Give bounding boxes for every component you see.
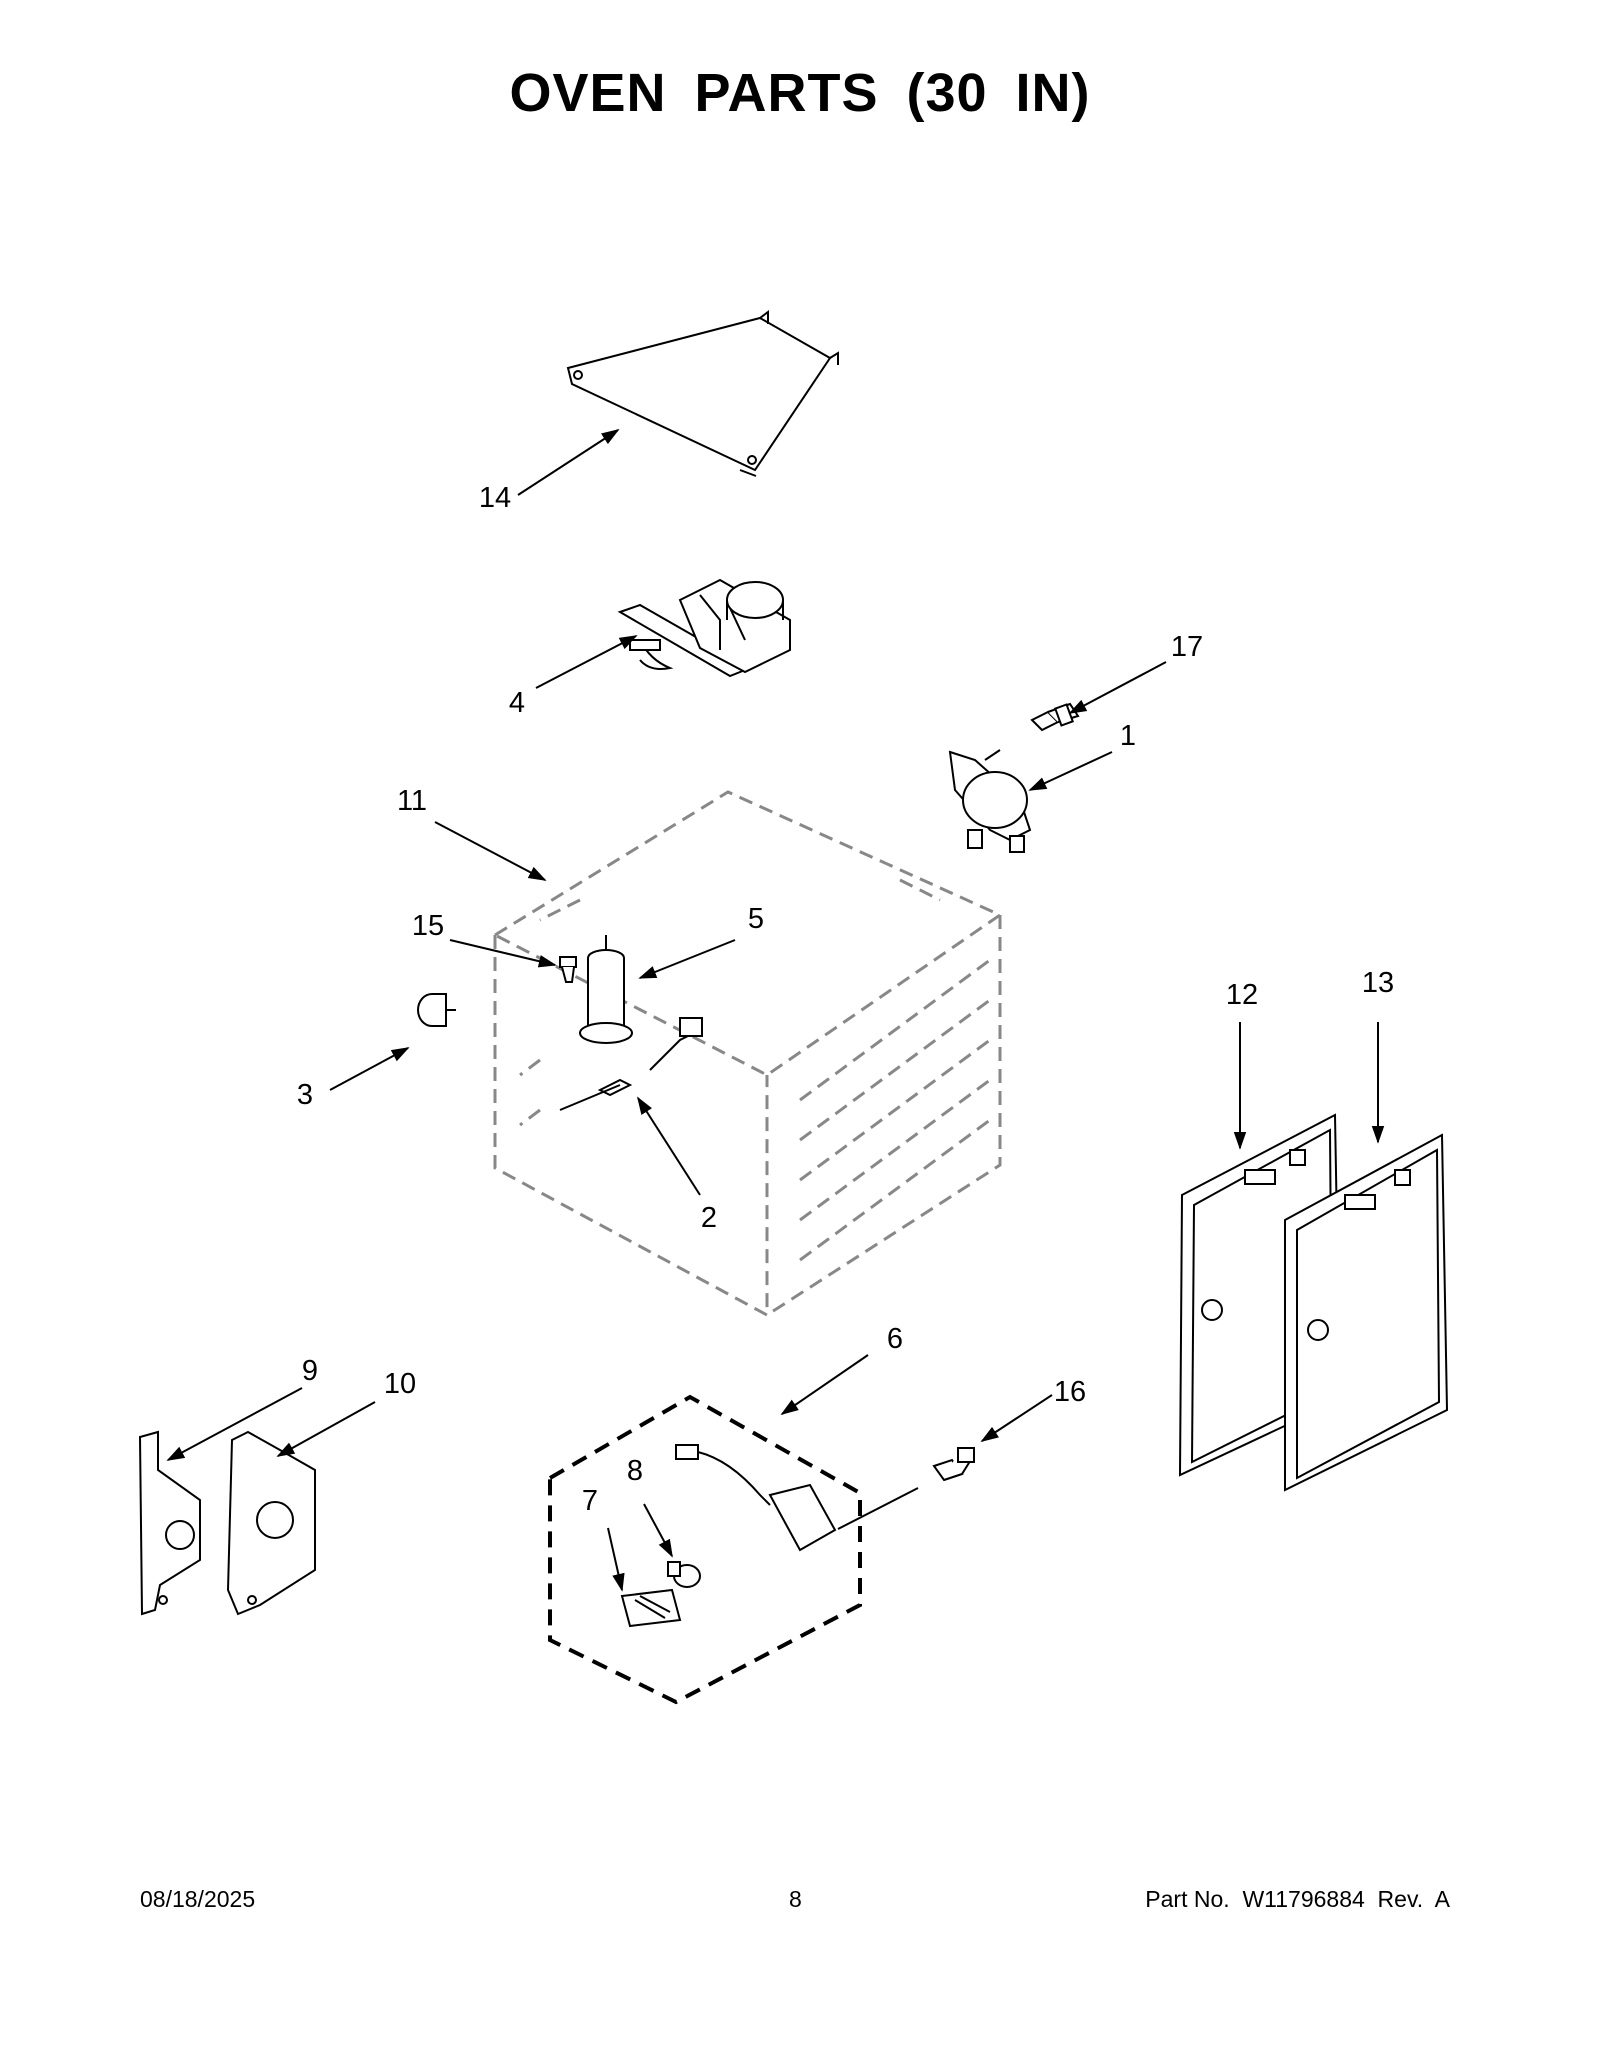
leader-17	[1068, 661, 1167, 714]
leader-16	[980, 1394, 1053, 1442]
leader-6	[780, 1354, 869, 1416]
callout-5: 5	[748, 903, 764, 935]
part-16-screw	[932, 1447, 975, 1482]
leader-5	[638, 939, 736, 979]
part-1-thermal-switch	[948, 749, 1032, 853]
part-4-bracket-assembly	[617, 578, 791, 678]
part-11-oven-cavity	[491, 790, 1004, 1318]
callout-12: 12	[1226, 979, 1258, 1011]
callout-10: 10	[384, 1368, 416, 1400]
callout-17: 17	[1171, 631, 1203, 663]
leader-6-16-link	[837, 1487, 919, 1530]
callout-15: 15	[412, 910, 444, 942]
leader-15	[449, 939, 557, 968]
footer-part-number: Part No. W11796884 Rev. A	[1145, 1886, 1450, 1912]
callout-7: 7	[582, 1485, 598, 1517]
leader-3	[329, 1047, 410, 1091]
page-title: OVEN PARTS (30 IN)	[509, 63, 1091, 123]
callout-8: 8	[627, 1455, 643, 1487]
callout-14: 14	[479, 482, 511, 514]
footer-date: 08/18/2025	[140, 1886, 256, 1912]
leader-9	[166, 1387, 303, 1461]
leader-10	[276, 1401, 376, 1457]
part-9-hinge	[138, 1430, 201, 1616]
leader-7	[607, 1527, 625, 1592]
part-5-light-socket	[579, 935, 633, 1044]
callout-2: 2	[701, 1202, 717, 1234]
leader-2	[637, 1096, 701, 1196]
part-2-sensor	[559, 1017, 703, 1111]
part-7-lens	[620, 1588, 682, 1628]
callout-1: 1	[1120, 720, 1136, 752]
part-6-light-harness	[675, 1444, 837, 1552]
callout-11: 11	[397, 785, 427, 817]
callout-6: 6	[887, 1323, 903, 1355]
part-14-plate	[566, 310, 839, 477]
part-10-hinge	[226, 1430, 316, 1616]
callout-4: 4	[509, 687, 525, 719]
leader-lines	[166, 429, 1385, 1592]
callout-3: 3	[297, 1079, 313, 1111]
part-15-screw	[559, 956, 577, 983]
callout-9: 9	[302, 1355, 318, 1387]
leader-4	[535, 635, 638, 689]
part-3-knob	[417, 993, 456, 1027]
callout-13: 13	[1362, 967, 1394, 999]
leader-1	[1028, 751, 1113, 791]
leader-8	[643, 1503, 673, 1558]
part-8-bulb	[667, 1561, 701, 1588]
callout-16: 16	[1054, 1376, 1086, 1408]
part-6-light-kit	[548, 1394, 862, 1705]
footer-page-number: 8	[789, 1886, 802, 1912]
leader-11	[434, 821, 547, 881]
leader-14	[517, 429, 620, 496]
part-13-side-panel	[1284, 1133, 1449, 1492]
part-17-screw	[1030, 702, 1080, 732]
callout-labels: 14 4 17 1 11 15 5 3 2 6 12 13 9 10 16 7 …	[297, 482, 1394, 1517]
